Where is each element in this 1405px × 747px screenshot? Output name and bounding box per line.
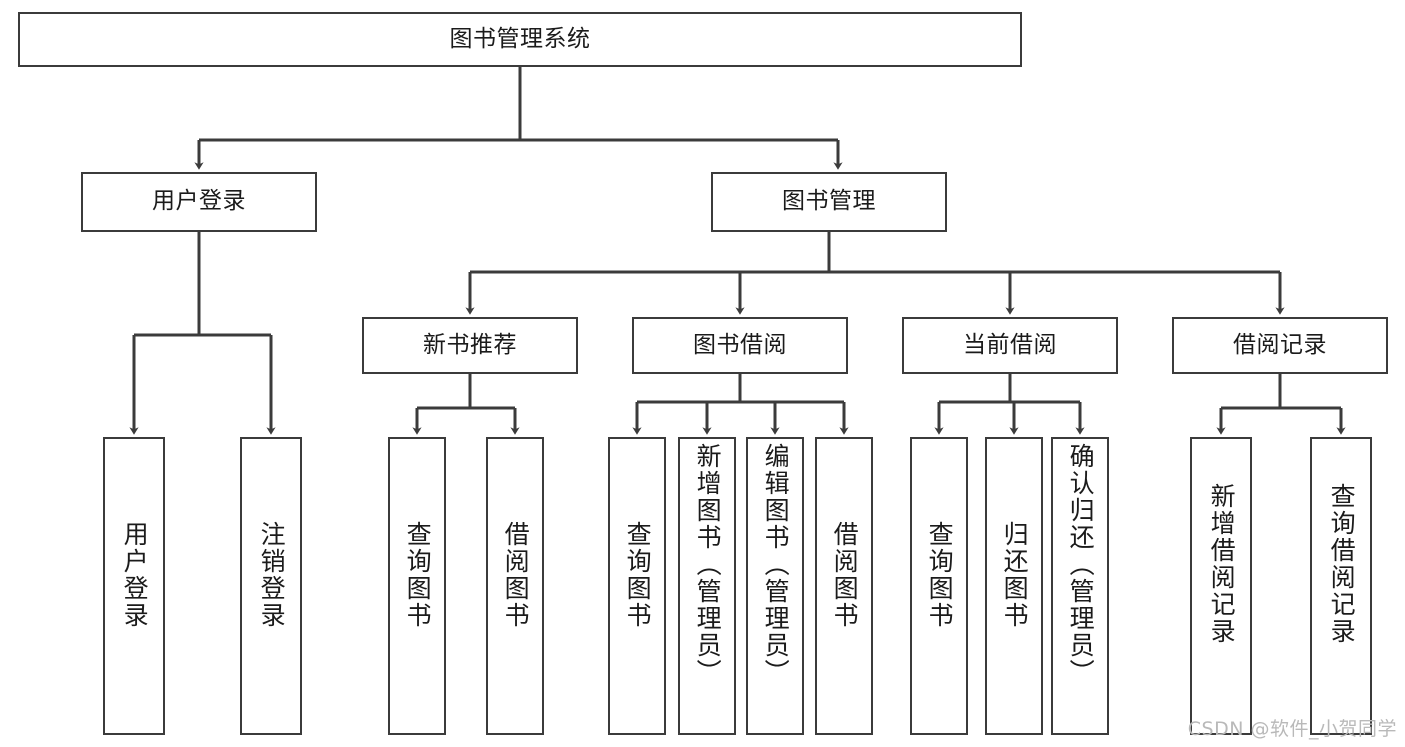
node-root[interactable]: 图书管理系统 [18, 12, 1022, 67]
node-leaf-user-login-label: 用户登录 [120, 521, 150, 629]
node-leaf-borrow-query-label: 查询图书 [623, 521, 653, 629]
node-new-book-rec-label: 新书推荐 [423, 331, 517, 358]
node-leaf-add-book[interactable]: 新增图书（管理员） [678, 437, 736, 735]
node-root-label: 图书管理系统 [449, 25, 591, 52]
node-current-borrow[interactable]: 当前借阅 [902, 317, 1118, 374]
node-leaf-rec-query-label: 查询图书 [403, 521, 433, 629]
node-leaf-query-record-label: 查询借阅记录 [1327, 483, 1357, 645]
node-leaf-user-logout[interactable]: 注销登录 [240, 437, 302, 735]
node-book-manage[interactable]: 图书管理 [711, 172, 947, 232]
node-book-borrow[interactable]: 图书借阅 [632, 317, 848, 374]
node-leaf-rec-query[interactable]: 查询图书 [388, 437, 446, 735]
node-leaf-add-book-label: 新增图书（管理员） [693, 443, 723, 686]
node-leaf-borrow-book-label: 借阅图书 [830, 521, 860, 629]
watermark-text: CSDN @软件_小贺同学 [1187, 718, 1397, 740]
node-book-manage-label: 图书管理 [782, 188, 876, 215]
node-borrow-record[interactable]: 借阅记录 [1172, 317, 1388, 374]
node-leaf-confirm-return-label: 确认归还（管理员） [1066, 443, 1096, 686]
node-borrow-record-label: 借阅记录 [1233, 331, 1327, 358]
node-leaf-user-login[interactable]: 用户登录 [103, 437, 165, 735]
node-leaf-edit-book[interactable]: 编辑图书（管理员） [746, 437, 804, 735]
node-leaf-return-book-label: 归还图书 [1000, 521, 1030, 629]
node-leaf-rec-borrow-label: 借阅图书 [501, 521, 531, 629]
node-current-borrow-label: 当前借阅 [963, 331, 1057, 358]
node-user-login[interactable]: 用户登录 [81, 172, 317, 232]
node-leaf-cur-query-label: 查询图书 [925, 521, 955, 629]
node-new-book-rec[interactable]: 新书推荐 [362, 317, 578, 374]
node-leaf-borrow-query[interactable]: 查询图书 [608, 437, 666, 735]
node-leaf-return-book[interactable]: 归还图书 [985, 437, 1043, 735]
node-leaf-add-record-label: 新增借阅记录 [1207, 483, 1237, 645]
node-leaf-cur-query[interactable]: 查询图书 [910, 437, 968, 735]
node-leaf-rec-borrow[interactable]: 借阅图书 [486, 437, 544, 735]
node-user-login-label: 用户登录 [152, 188, 246, 215]
node-leaf-confirm-return[interactable]: 确认归还（管理员） [1051, 437, 1109, 735]
node-leaf-edit-book-label: 编辑图书（管理员） [761, 443, 791, 686]
node-leaf-borrow-book[interactable]: 借阅图书 [815, 437, 873, 735]
node-leaf-query-record[interactable]: 查询借阅记录 [1310, 437, 1372, 735]
node-leaf-user-logout-label: 注销登录 [257, 521, 287, 629]
node-leaf-add-record[interactable]: 新增借阅记录 [1190, 437, 1252, 735]
node-book-borrow-label: 图书借阅 [693, 331, 787, 358]
